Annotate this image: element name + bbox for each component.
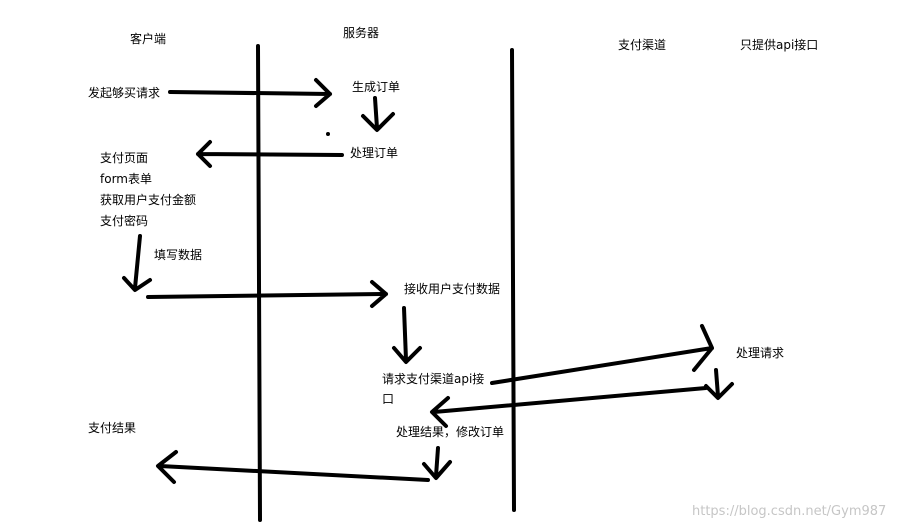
column-client: 客户端 [130, 32, 167, 46]
step-process-order: 处理订单 [350, 146, 399, 160]
step-process-request: 处理请求 [736, 346, 785, 360]
step-fill-data: 填写数据 [154, 248, 203, 262]
step-process-result: 处理结果，修改订单 [396, 425, 505, 439]
step-get-amount: 获取用户支付金额 [100, 193, 197, 207]
step-request-channel-api: 请求支付渠道api接 [382, 372, 485, 386]
step-pay-result: 支付结果 [88, 421, 137, 435]
arrow-channel-process [704, 368, 734, 400]
arrow-to-pay-page [196, 140, 344, 168]
arrow-purchase-request [168, 78, 332, 108]
column-server: 服务器 [343, 26, 380, 40]
column-pay-channel-note: 只提供api接口 [740, 38, 819, 52]
arrow-generate-to-process [361, 96, 395, 132]
step-form: form表单 [100, 172, 152, 186]
client-server-divider [256, 44, 262, 522]
arrow-submit-payment-data [146, 280, 388, 308]
arrow-to-channel [490, 324, 714, 385]
arrow-receive-to-request [392, 306, 422, 364]
step-request-channel-api-cont: 口 [382, 392, 395, 406]
step-receive-payment-data: 接收用户支付数据 [404, 282, 501, 296]
step-initiate-purchase: 发起够买请求 [88, 86, 161, 100]
stray-dot [326, 132, 330, 136]
column-pay-channel: 支付渠道 [618, 38, 667, 52]
step-pay-page: 支付页面 [100, 151, 149, 165]
step-generate-order: 生成订单 [352, 80, 401, 94]
watermark: https://blog.csdn.net/Gym987 [692, 504, 887, 519]
server-channel-divider [510, 48, 516, 512]
arrow-channel-response [430, 386, 708, 428]
arrow-fill-data [122, 234, 152, 292]
arrow-result-down [422, 446, 452, 480]
step-pay-password: 支付密码 [100, 214, 149, 228]
arrow-to-pay-result [156, 450, 430, 484]
